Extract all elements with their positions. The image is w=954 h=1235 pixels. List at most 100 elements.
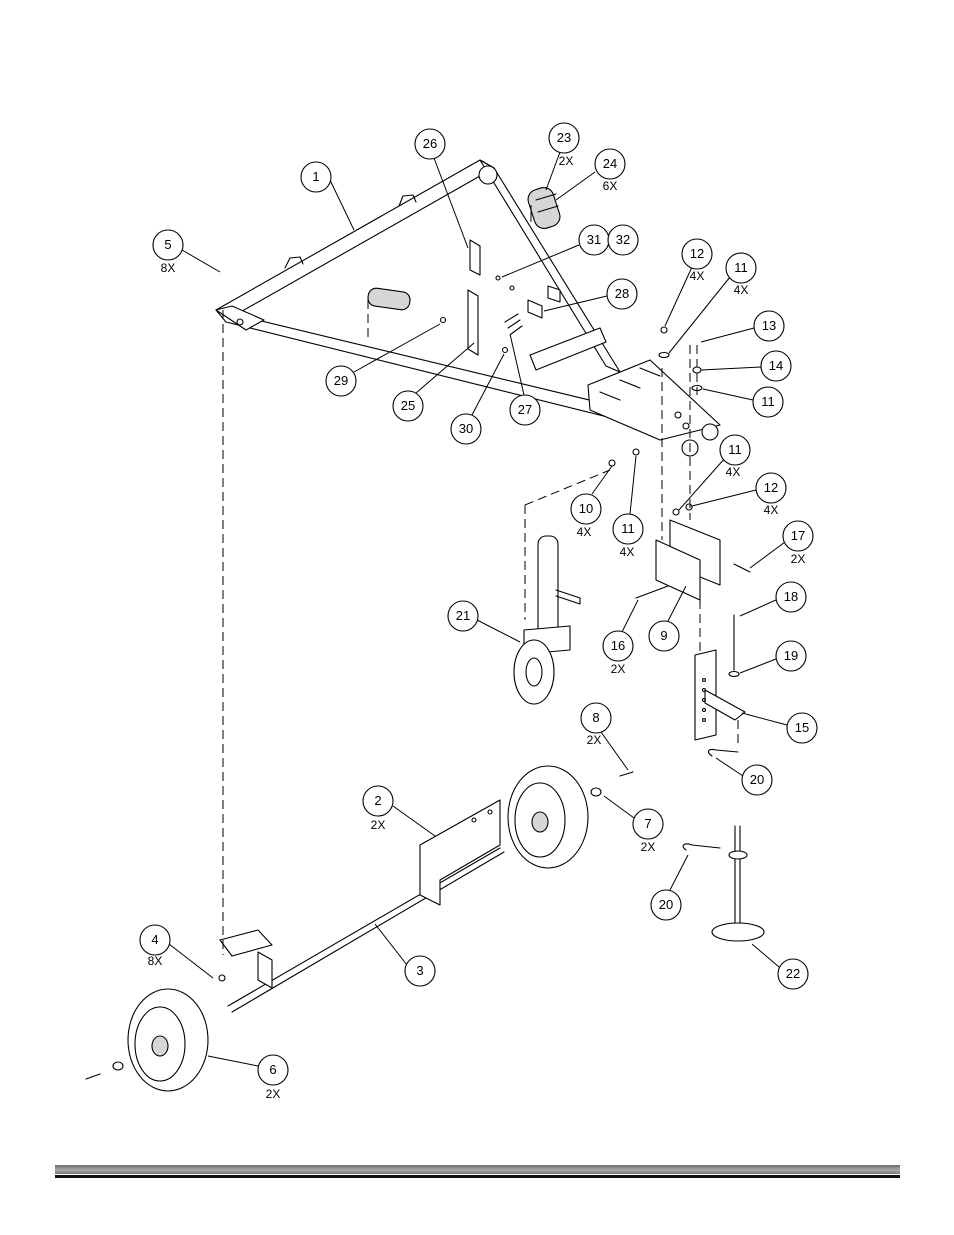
svg-text:5: 5 [164, 237, 171, 252]
svg-text:2X: 2X [559, 154, 574, 168]
callout-1: 1 [300, 161, 355, 231]
axle-assembly [218, 310, 505, 1013]
callout-31: 31 [501, 224, 610, 278]
callout-29: 29 [325, 323, 441, 397]
parking-stand [682, 825, 765, 942]
callout-7: 7 2X [603, 795, 664, 854]
callout-11-right: 11 [702, 386, 784, 418]
part-illustrations [85, 159, 765, 1092]
svg-text:2X: 2X [641, 840, 656, 854]
footer-rule [55, 1165, 900, 1174]
wheel-front [507, 765, 634, 869]
svg-text:11: 11 [761, 394, 775, 409]
callout-20-upper: 20 [715, 757, 773, 796]
svg-text:12: 12 [764, 480, 778, 495]
callout-22: 22 [751, 943, 809, 990]
wheel-rear [85, 988, 209, 1092]
svg-text:2X: 2X [371, 818, 386, 832]
svg-text:25: 25 [401, 398, 415, 413]
svg-text:6X: 6X [603, 179, 618, 193]
svg-text:2X: 2X [587, 733, 602, 747]
svg-text:4X: 4X [620, 545, 635, 559]
svg-text:9: 9 [660, 628, 667, 643]
svg-text:2: 2 [374, 793, 381, 808]
svg-text:21: 21 [456, 608, 470, 623]
callout-12-lower: 12 4X [691, 472, 787, 517]
callout-11-lower: 11 4X [612, 455, 644, 559]
svg-text:13: 13 [762, 318, 776, 333]
callout-32: 32 [607, 224, 639, 256]
callout-9: 9 [648, 585, 687, 652]
svg-text:22: 22 [786, 966, 800, 981]
jack-mount-bracket [608, 345, 751, 601]
callout-25: 25 [392, 342, 475, 422]
svg-text:14: 14 [769, 358, 783, 373]
callout-14: 14 [700, 350, 792, 382]
svg-text:8: 8 [592, 710, 599, 725]
svg-text:32: 32 [616, 232, 630, 247]
holder-hardware-group [367, 239, 561, 356]
callout-4: 4 8X [139, 924, 214, 979]
callout-3: 3 [374, 923, 436, 987]
svg-text:4X: 4X [726, 465, 741, 479]
svg-text:4X: 4X [764, 503, 779, 517]
svg-text:11: 11 [728, 442, 742, 457]
svg-text:24: 24 [603, 156, 617, 171]
callout-6: 6 2X [207, 1054, 289, 1101]
svg-text:28: 28 [615, 286, 629, 301]
callout-10: 10 4X [570, 465, 613, 539]
svg-text:17: 17 [791, 528, 805, 543]
svg-text:10: 10 [579, 501, 593, 516]
svg-text:3: 3 [416, 963, 423, 978]
callout-18: 18 [739, 581, 807, 617]
svg-text:29: 29 [334, 373, 348, 388]
callout-30: 30 [450, 353, 505, 445]
svg-text:4X: 4X [690, 269, 705, 283]
svg-text:8X: 8X [148, 954, 163, 968]
svg-text:4: 4 [151, 932, 158, 947]
svg-text:8X: 8X [161, 261, 176, 275]
svg-text:31: 31 [587, 232, 601, 247]
callout-2: 2 2X [362, 785, 436, 837]
callout-11-upper: 11 4X [668, 252, 757, 354]
svg-text:18: 18 [784, 589, 798, 604]
callout-26: 26 [414, 128, 469, 249]
svg-text:27: 27 [518, 402, 532, 417]
svg-text:20: 20 [750, 772, 764, 787]
svg-text:6: 6 [269, 1062, 276, 1077]
callout-20-lower: 20 [650, 854, 689, 921]
callout-15: 15 [741, 712, 818, 744]
svg-text:15: 15 [795, 720, 809, 735]
callout-12-upper: 12 4X [664, 238, 713, 327]
footer-rule-underline [55, 1175, 900, 1178]
callout-27: 27 [509, 333, 541, 426]
svg-text:11: 11 [621, 521, 635, 536]
stand-bracket [694, 600, 746, 757]
svg-text:2X: 2X [791, 552, 806, 566]
svg-text:20: 20 [659, 897, 673, 912]
callouts: 1 2 2X 3 4 8X 5 8X 6 [139, 122, 818, 1101]
callout-8: 8 2X [580, 702, 629, 771]
callout-21: 21 [447, 600, 521, 643]
svg-text:30: 30 [459, 421, 473, 436]
callout-28: 28 [543, 278, 638, 312]
svg-text:4X: 4X [577, 525, 592, 539]
callout-16: 16 2X [602, 599, 639, 676]
roller-assembly [527, 187, 561, 229]
svg-text:2X: 2X [611, 662, 626, 676]
svg-text:26: 26 [423, 136, 437, 151]
callout-17: 17 2X [749, 520, 814, 569]
callout-5: 5 8X [152, 229, 221, 275]
svg-text:7: 7 [644, 816, 651, 831]
callout-11-mid: 11 4X [678, 434, 751, 511]
swivel-jack [513, 469, 611, 705]
svg-text:11: 11 [734, 260, 748, 275]
svg-text:1: 1 [312, 169, 319, 184]
callout-23: 23 2X [545, 122, 580, 191]
svg-text:12: 12 [690, 246, 704, 261]
svg-text:2X: 2X [266, 1087, 281, 1101]
svg-text:16: 16 [611, 638, 625, 653]
svg-text:4X: 4X [734, 283, 749, 297]
svg-text:23: 23 [557, 130, 571, 145]
